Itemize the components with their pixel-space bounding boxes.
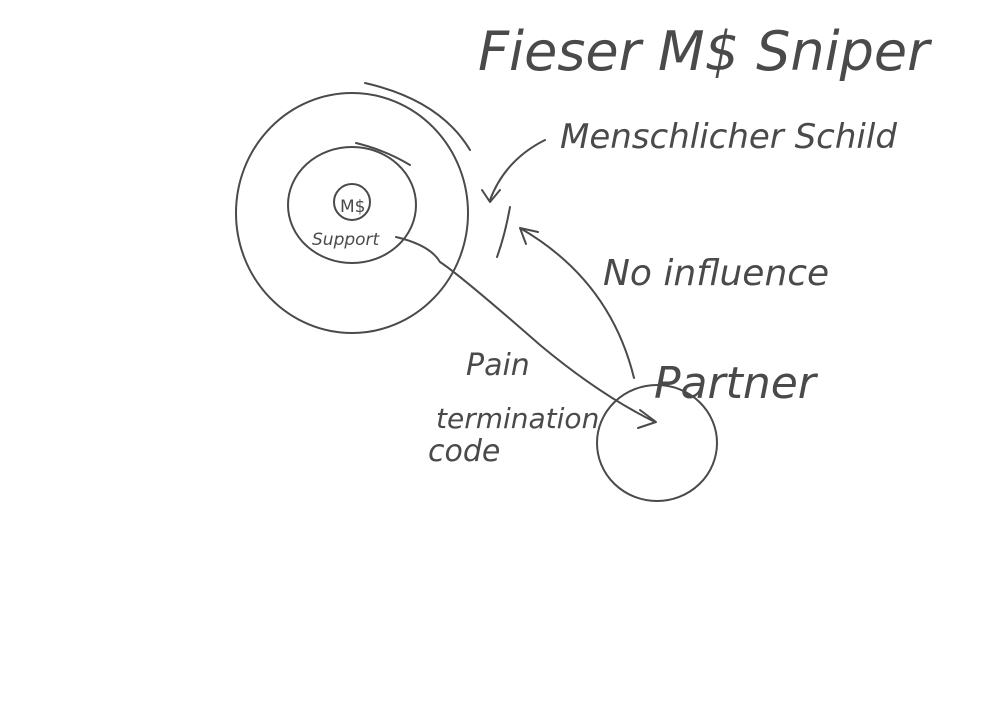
- shield-arc-outer: [364, 82, 471, 151]
- diagram-title: Fieser M$ Sniper: [478, 20, 932, 83]
- support-ring: [287, 146, 417, 264]
- support-label: Support: [312, 230, 381, 250]
- pain-label: Pain: [466, 348, 530, 383]
- no-influence-label: No influence: [603, 253, 829, 294]
- shield-arc-inner: [355, 142, 411, 166]
- shield-label: Menschlicher Schild: [560, 117, 897, 157]
- partner-label: Partner: [654, 358, 819, 409]
- core-circle: [333, 183, 371, 221]
- outer-ring: [235, 92, 469, 334]
- termination-label: termination: [436, 402, 599, 435]
- core-label: M$: [340, 197, 365, 217]
- pain-arrow-head: [637, 409, 657, 429]
- pain-arrow-line: [395, 236, 656, 423]
- partner-circle: [596, 384, 718, 502]
- no-influence-arrow-head: [519, 227, 539, 245]
- shield-arrow-head: [481, 189, 501, 203]
- no-influence-arrow-line: [519, 227, 635, 379]
- shield-segment: [496, 206, 511, 258]
- shield-arrow-line: [489, 139, 546, 201]
- code-label: code: [428, 434, 500, 469]
